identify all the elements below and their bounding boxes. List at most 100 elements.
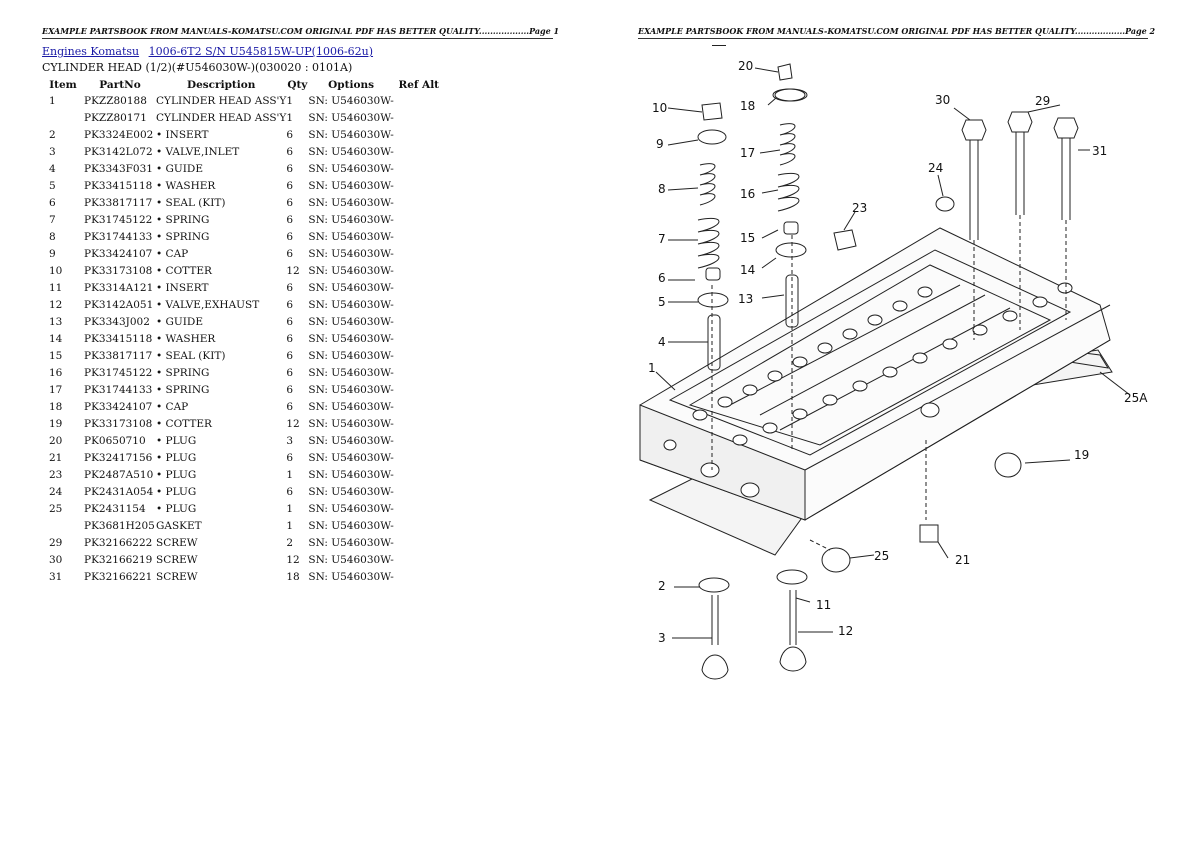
breadcrumb-link-engines[interactable]: Engines Komatsu — [42, 45, 140, 58]
parts-table: Item PartNo Description Qty Options Ref … — [42, 77, 444, 585]
callout-5: 5 — [658, 295, 666, 309]
cell-partno: PK32166219 — [84, 553, 153, 566]
cell-ref-alt — [394, 245, 444, 262]
cell-description: • PLUG — [156, 434, 197, 447]
cell-partno: PK0650710 — [84, 434, 146, 447]
cell-item: 10 — [49, 264, 63, 277]
cell-description: • CAP — [156, 400, 189, 413]
cell-ref-alt — [394, 534, 444, 551]
cell-qty: 12 — [286, 553, 300, 566]
cell-partno: PK3343J002 — [84, 315, 150, 328]
cell-options: SN: U546030W- — [308, 247, 394, 260]
cylinder-head-illustration — [639, 63, 1113, 680]
cell-partno: PKZZ80188 — [84, 94, 147, 107]
cell-ref-alt — [394, 398, 444, 415]
cell-ref-alt — [394, 194, 444, 211]
table-header-row: Item PartNo Description Qty Options Ref … — [42, 77, 444, 92]
cell-options: SN: U546030W- — [308, 128, 394, 141]
cell-item: 31 — [49, 570, 63, 583]
cell-item: 6 — [49, 196, 56, 209]
cell-item: 11 — [49, 281, 63, 294]
cell-ref-alt — [394, 449, 444, 466]
cell-description: SCREW — [156, 553, 198, 566]
cell-qty: 6 — [286, 128, 294, 141]
callout-29: 29 — [1035, 94, 1050, 108]
cell-partno: PK31745122 — [84, 366, 153, 379]
cell-options: SN: U546030W- — [308, 281, 394, 294]
cell-qty: 6 — [286, 162, 294, 175]
callout-18: 18 — [740, 99, 755, 113]
cell-description: • VALVE,INLET — [156, 145, 240, 158]
cell-description: • PLUG — [156, 485, 197, 498]
cell-options: SN: U546030W- — [308, 264, 394, 277]
cell-ref-alt — [394, 126, 444, 143]
cell-options: SN: U546030W- — [308, 298, 394, 311]
cell-partno: PK3343F031 — [84, 162, 153, 175]
cell-description: SCREW — [156, 570, 198, 583]
table-row: 18 PK33424107• CAP 6 SN: U546030W- — [42, 398, 444, 415]
cell-partno: PK31744133 — [84, 383, 153, 396]
column-header-item: Item — [49, 78, 77, 91]
column-header-ref-alt: Ref Alt — [398, 78, 440, 91]
cell-ref-alt — [394, 109, 444, 126]
cell-options: SN: U546030W- — [308, 349, 394, 362]
cell-description: • SPRING — [156, 383, 210, 396]
cell-ref-alt — [394, 517, 444, 534]
cell-partno: PK3314A121 — [84, 281, 154, 294]
cell-qty: 1 — [286, 94, 294, 107]
cell-qty: 6 — [286, 485, 294, 498]
cell-qty: 1 — [286, 519, 294, 532]
cell-item: 17 — [49, 383, 63, 396]
cell-qty: 6 — [286, 332, 294, 345]
cell-description: • PLUG — [156, 451, 197, 464]
cell-item: 12 — [49, 298, 63, 311]
cell-item — [42, 109, 84, 126]
callout-10: 10 — [652, 101, 667, 115]
cell-qty: 3 — [286, 434, 294, 447]
cell-options: SN: U546030W- — [308, 451, 394, 464]
callout-6: 6 — [658, 271, 666, 285]
cell-qty: 1 — [286, 502, 294, 515]
cell-partno: PK31745122 — [84, 213, 153, 226]
cell-qty: 1 — [286, 468, 294, 481]
breadcrumb-link-model[interactable]: 1006-6T2 S/N U545815W-UP(1006-62u) — [148, 45, 374, 58]
cell-description: • PLUG — [156, 502, 197, 515]
cell-description: • GUIDE — [156, 162, 203, 175]
cell-qty: 6 — [286, 366, 294, 379]
cell-options: SN: U546030W- — [308, 536, 394, 549]
cell-description: • GUIDE — [156, 315, 203, 328]
cell-ref-alt — [394, 415, 444, 432]
cell-ref-alt — [394, 381, 444, 398]
cell-options: SN: U546030W- — [308, 111, 394, 124]
callout-labels: 20 10 18 9 17 8 16 7 15 6 14 5 13 4 1 2 … — [648, 59, 1148, 645]
cell-partno: PK33415118 — [84, 179, 153, 192]
cell-qty: 6 — [286, 400, 294, 413]
page-header-left: EXAMPLE PARTSBOOK FROM MANUALS-KOMATSU.C… — [42, 26, 559, 39]
cell-item: 18 — [49, 400, 63, 413]
cell-options: SN: U546030W- — [308, 502, 394, 515]
cell-partno: PK32166221 — [84, 570, 153, 583]
cell-options: SN: U546030W- — [308, 366, 394, 379]
cell-item: 15 — [49, 349, 63, 362]
cell-partno: PK3142A051 — [84, 298, 154, 311]
cell-description: • PLUG — [156, 468, 197, 481]
cell-partno: PK2487A510 — [84, 468, 154, 481]
cell-item: 29 — [49, 536, 63, 549]
cell-description: • SPRING — [156, 213, 210, 226]
callout-2: 2 — [658, 579, 666, 593]
cell-options: SN: U546030W- — [308, 162, 394, 175]
cell-options: SN: U546030W- — [308, 145, 394, 158]
cell-item: 21 — [49, 451, 63, 464]
cell-partno: PK33424107 — [84, 400, 153, 413]
cell-partno: PK3681H205 — [84, 519, 155, 532]
cell-qty: 6 — [286, 315, 294, 328]
cell-options: SN: U546030W- — [308, 400, 394, 413]
